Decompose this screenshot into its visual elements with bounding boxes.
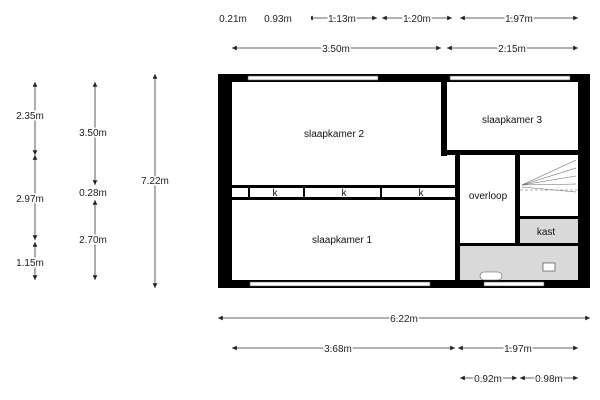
dim-label: 1.13m	[328, 14, 356, 25]
dim-label: 6.22m	[390, 314, 418, 325]
left-dimensions	[32, 74, 158, 288]
dim-label: 2.15m	[498, 44, 526, 55]
room-label-slaapkamer-1: slaapkamer 1	[312, 235, 372, 246]
dim-label: 7.22m	[141, 176, 169, 187]
dim-label: 3.50m	[79, 128, 107, 139]
kast-floor	[520, 218, 578, 245]
dim-label: 0.98m	[535, 374, 563, 385]
dim-label: 0.92m	[474, 374, 502, 385]
dim-label: 0.93m	[264, 14, 292, 25]
boiler-icon	[542, 262, 556, 272]
dim-label: 0.28m	[79, 188, 107, 199]
dim-label: 2.35m	[16, 111, 44, 122]
closet-label: k	[342, 188, 348, 199]
bathroom-floor	[460, 245, 578, 280]
closet-label: k	[419, 188, 425, 199]
dim-label: 1.15m	[16, 258, 44, 269]
staircase	[520, 159, 578, 193]
top-dimensions	[221, 12, 578, 51]
room-label-slaapkamer-3: slaapkamer 3	[482, 115, 542, 126]
interior-walls	[232, 82, 578, 288]
room-label-kast: kast	[537, 227, 556, 238]
dim-label: 1.97m	[504, 344, 532, 355]
closet-label: k	[273, 188, 279, 199]
dim-label: 2.97m	[16, 194, 44, 205]
dim-label: 1.20m	[403, 14, 431, 25]
dim-label: 3.50m	[322, 44, 350, 55]
dim-label: 3.68m	[324, 344, 352, 355]
windows	[247, 75, 571, 287]
dim-label: 1.97m	[505, 14, 533, 25]
dim-label: 2.70m	[79, 235, 107, 246]
room-label-overloop: overloop	[469, 191, 508, 202]
washbasin-icon	[479, 271, 503, 281]
room-label-slaapkamer-2: slaapkamer 2	[304, 129, 364, 140]
bottom-dimensions	[218, 315, 590, 381]
dim-label: 0.21m	[219, 14, 247, 25]
